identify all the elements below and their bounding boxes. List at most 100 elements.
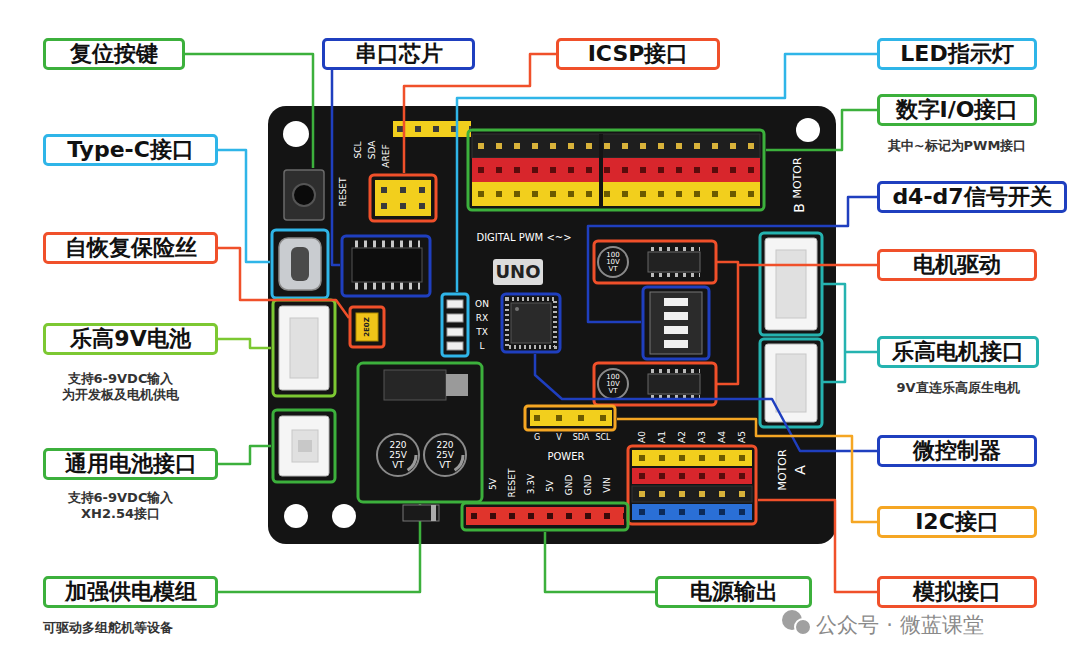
pin-label: GND [565,475,574,496]
callout-note: 支持6-9VDC输入 XH2.54接口 [43,490,198,522]
callout-box: 乐高9V电池支持6-9VDC输入 为开发板及电机供电 [43,323,218,355]
silkscreen-label: RESET [339,178,348,207]
switch-toggle [664,298,688,306]
chip-pins [651,369,700,373]
chip-pins [507,299,555,347]
reset-button [284,170,324,220]
capacitor [377,434,419,476]
callout-title: 电源输出 [690,579,778,605]
lego-motor-connector [765,344,817,422]
callout-title: I2C接口 [915,509,999,535]
leader-line [332,70,340,265]
mounting-hole [332,504,356,528]
highlight-frame [643,287,709,359]
voltage-regulator [384,370,446,400]
highlight-frame [594,241,716,283]
header-pins [478,191,760,197]
leader-line [545,532,655,592]
highlight-frame [272,230,328,298]
highlight-frame [358,363,482,502]
motor-driver-chip [648,374,700,394]
pin-label: A1 [658,431,667,443]
diode [403,505,439,521]
pin-label: A4 [718,431,727,443]
capacitor-marking: 220 [436,441,453,450]
pin-label: 3.3V [527,474,536,494]
fuse [356,313,378,341]
analog-header-row [632,450,752,466]
led-label: RX [476,314,488,323]
silkscreen-label: MOTOR [792,157,803,198]
led [447,328,463,336]
capacitor [424,434,466,476]
capacitor-marking: 25V [389,451,407,460]
capacitor [598,369,628,399]
connector-socket [776,250,806,318]
analog-header-row [632,468,752,484]
callout-box: Type-C接口 [43,134,218,166]
callout-title: ICSP接口 [588,41,689,67]
highlight-frame [760,233,822,335]
pin-label: 5V [546,480,555,492]
led-label: TX [476,328,488,337]
mounting-hole [283,121,309,147]
silkscreen-label: MOTOR [777,449,788,490]
analog-header-row [632,504,752,520]
power-header [466,507,624,525]
leader-line [404,54,556,173]
callout-box: 串口芯片 [322,38,475,70]
xh-battery-connector [279,416,329,476]
capacitor-marking: VT [439,461,451,470]
led [447,342,463,350]
highlight-frame [350,307,384,347]
chip-pins [355,241,420,248]
callout-box: ICSP接口 [556,38,720,70]
pin-label: A3 [698,431,707,443]
dip-switch [650,292,702,354]
callout-note: 其中~标记为PWM接口 [877,138,1037,154]
connector-socket [292,430,318,462]
connector-tab [298,440,312,452]
callout-title: 乐高9V电池 [70,326,190,352]
leader-line [617,419,877,522]
pin-label: SDA [573,434,590,442]
lego-motor-connector [765,238,817,330]
capacitor [598,247,628,277]
microcontroller-chip [511,303,551,343]
pin-label: V [556,434,561,442]
highlight-frame [370,175,436,221]
led-label: ON [475,300,489,309]
callout-box: 复位按键 [43,38,185,70]
capacitor-marking: 10V [606,259,620,266]
chip-pins [651,247,700,251]
callout-box: 自恢复保险丝 [43,232,218,264]
callout-box: 模拟接口 [877,576,1037,608]
capacitor-band [380,437,416,473]
logo-plate [493,259,543,285]
callout-title: 加强供电模组 [65,579,197,605]
motor-driver-chip [648,252,700,272]
pin-label: G [534,434,540,442]
callout-title: 模拟接口 [913,579,1001,605]
highlight-frame [525,406,615,430]
pin-label: RESET [508,469,517,498]
callout-box: 微控制器 [877,435,1037,467]
header-pins [381,187,431,193]
header-pins [639,509,752,515]
header-pins [397,126,471,132]
callout-box: I2C接口 [877,506,1037,538]
capacitor-marking: 100 [606,374,619,381]
connector-socket [290,318,318,378]
silkscreen-label: A [793,465,807,475]
callout-title: d4-d7信号开关 [892,184,1051,210]
mounting-hole [796,118,820,142]
callout-box: 加强供电模组可驱动多组舵机等设备 [43,576,218,608]
leader-line [766,110,877,150]
digital-header-row [472,158,760,182]
capacitor-marking: VT [392,461,404,470]
pin-label: A2 [678,431,687,443]
icsp-header [375,180,431,216]
header-pins [471,513,624,519]
